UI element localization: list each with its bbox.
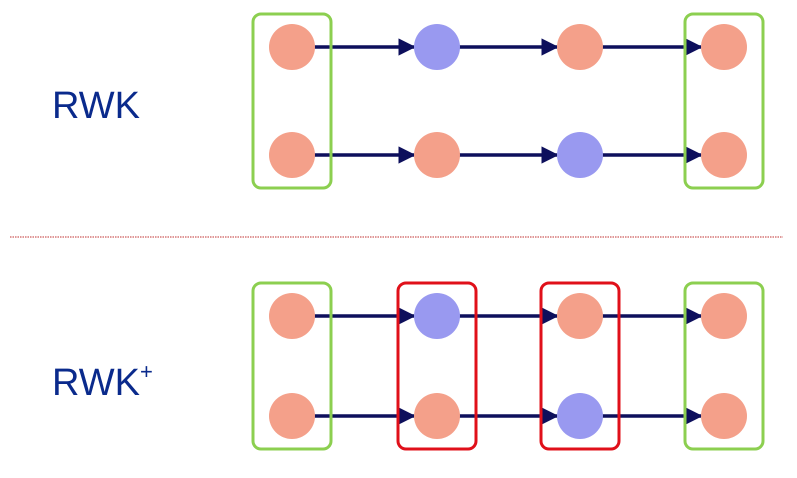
panel-2 [251,281,765,451]
step-group-box-red [539,281,621,451]
walk-node-orange [269,132,315,178]
walk-node-orange [701,24,747,70]
walk-node-orange [557,24,603,70]
walk-node-orange [701,393,747,439]
walk-node-orange [414,393,460,439]
step-group-box-green [683,281,765,451]
step-group-box-green [683,12,765,190]
panel-label-rwk-plus-main: RWK [52,362,140,404]
walk-node-blue [414,24,460,70]
walk-node-orange [701,132,747,178]
walk-node-orange [269,393,315,439]
step-group-box-red [396,281,478,451]
step-group-box-green [251,12,333,190]
walk-node-orange [414,132,460,178]
panel-1 [251,12,765,190]
step-group-box-green [251,281,333,451]
walk-node-orange [269,293,315,339]
walk-node-blue [557,393,603,439]
walk-node-blue [557,132,603,178]
walk-node-orange [701,293,747,339]
panels-layer [251,12,765,451]
panel-label-rwk-plus: RWK+ [52,359,153,404]
panel-label-rwk-plus-superscript: + [140,359,153,384]
walk-node-orange [269,24,315,70]
walk-node-blue [414,293,460,339]
panel-label-rwk: RWK [52,85,140,127]
walk-node-orange [557,293,603,339]
